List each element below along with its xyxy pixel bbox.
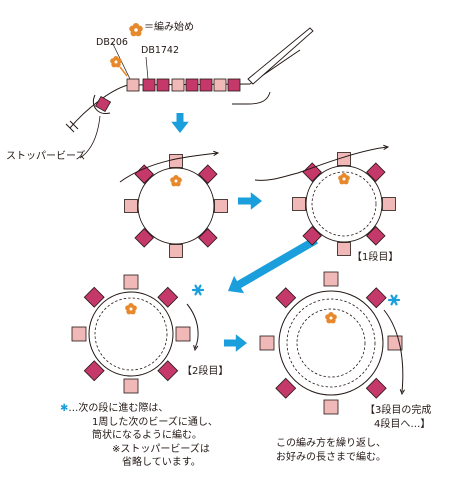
step3-bead [83, 360, 105, 382]
round-2-label: 【2段目】 [182, 366, 229, 377]
step2-arrowhead [383, 144, 390, 150]
start-flower-icon [325, 312, 337, 324]
step2-thread [305, 165, 383, 243]
step3-bead [157, 360, 179, 382]
step3-thread-exit [186, 303, 199, 349]
step4-bead [365, 377, 387, 399]
step1-bead [124, 199, 138, 213]
step4-inner-thread [286, 298, 376, 388]
strand-bead [126, 78, 140, 92]
stopper-bead [94, 95, 112, 113]
step4-bead [323, 399, 339, 415]
step2-bead [302, 162, 322, 182]
step2-thread-exit [254, 146, 389, 181]
strand-bead [199, 78, 213, 92]
blue-star-icon [191, 284, 205, 296]
next-round-note-line4: ※ストッパービーズは [112, 443, 210, 455]
blue-arrow-icon [171, 113, 189, 133]
strand-bead [185, 78, 199, 92]
step3-bead [175, 326, 191, 342]
step4-bead [275, 287, 297, 309]
step2-bead [292, 197, 306, 211]
next-round-note-line3: 筒状になるように編む。 [92, 430, 202, 441]
step4-bead [275, 377, 297, 399]
step2-bead [366, 162, 386, 182]
step3-inner-thread [94, 297, 168, 371]
blue-arrow-icon [228, 236, 319, 294]
step4-thread [278, 290, 384, 396]
round-3-label: 【3段目の完成 4段目へ…】 [365, 404, 431, 431]
step3-bead [157, 286, 179, 308]
step4-arrowhead [399, 389, 405, 396]
hand-outline [232, 91, 271, 105]
step2-bead [382, 197, 396, 211]
next-round-note-line2: 1周した次のビーズに通し、 [92, 416, 218, 428]
round-3-label-line2: 4段目へ…】 [374, 418, 431, 430]
step1-thread [137, 167, 215, 245]
light-code-leader [145, 56, 149, 80]
blue-arrow-icon [224, 334, 247, 352]
start-mark-legend: ＝編み始め [144, 22, 194, 33]
step1-arrowhead [213, 150, 220, 156]
step2-bead [337, 242, 351, 256]
step4-bead [259, 335, 275, 351]
next-round-note: ✱…次の段に進む際は、 1周した次のビーズに通し、 筒状になるように編む。 ※ス… [60, 402, 218, 470]
strand-bead [142, 78, 156, 92]
step1-bead [169, 154, 183, 168]
bead-code-dark: DB206 [96, 37, 128, 48]
bead-code-light: DB1742 [141, 45, 180, 56]
step1-bead [134, 164, 154, 184]
stopper-loop [92, 94, 111, 114]
repeat-note-line2: お好みの長さまで編む。 [276, 451, 386, 463]
step4-thread-exit [383, 309, 404, 393]
start-flower-icon [125, 303, 137, 315]
step4-bead [365, 287, 387, 309]
step1-bead [198, 228, 218, 248]
step3-bead [123, 274, 139, 290]
step4-core-thread [296, 308, 366, 378]
step1-bead [134, 228, 154, 248]
start-pointer [119, 66, 128, 77]
blue-star-icon [387, 294, 401, 306]
round-3-label-line1: 【3段目の完成 [365, 405, 432, 416]
step1-thread-exit [119, 152, 219, 183]
strand-bead [156, 78, 170, 92]
step1-bead [198, 164, 218, 184]
step3-bead [71, 326, 87, 342]
repeat-note-line1: この編み方を繰り返し、 [276, 438, 386, 449]
repeat-note: この編み方を繰り返し、 お好みの長さまで編む。 [276, 437, 386, 464]
thread-cut-mark [65, 120, 79, 133]
step3-thread [88, 291, 174, 377]
step1-bead [169, 244, 183, 258]
step3-bead [123, 378, 139, 394]
step4-bead [323, 271, 339, 287]
next-round-note-line1: ✱…次の段に進む際は、 [60, 403, 169, 414]
stopper-bead-label: ストッパービーズ [6, 151, 86, 162]
step2-bead [366, 226, 386, 246]
stopper-leader [79, 115, 101, 159]
start-flower-icon [170, 175, 182, 187]
strand-bead [227, 78, 241, 92]
start-flower-icon [338, 173, 350, 185]
step1-bead [214, 199, 228, 213]
blue-arrow-icon [238, 192, 262, 210]
step3-arrowhead [193, 345, 199, 352]
start-flower-icon [129, 23, 143, 37]
step2-bead [302, 226, 322, 246]
next-round-note-line5: 省略しています。 [122, 457, 201, 468]
step3-bead [83, 286, 105, 308]
round-1-label: 【1段目】 [352, 252, 399, 263]
start-flower-icon [110, 56, 122, 68]
blue-star-icon: ✱ [60, 403, 69, 414]
needle-icon [247, 27, 314, 85]
strand-bead [213, 78, 227, 92]
step2-inner-thread [311, 171, 377, 237]
strand-bead [171, 78, 185, 92]
